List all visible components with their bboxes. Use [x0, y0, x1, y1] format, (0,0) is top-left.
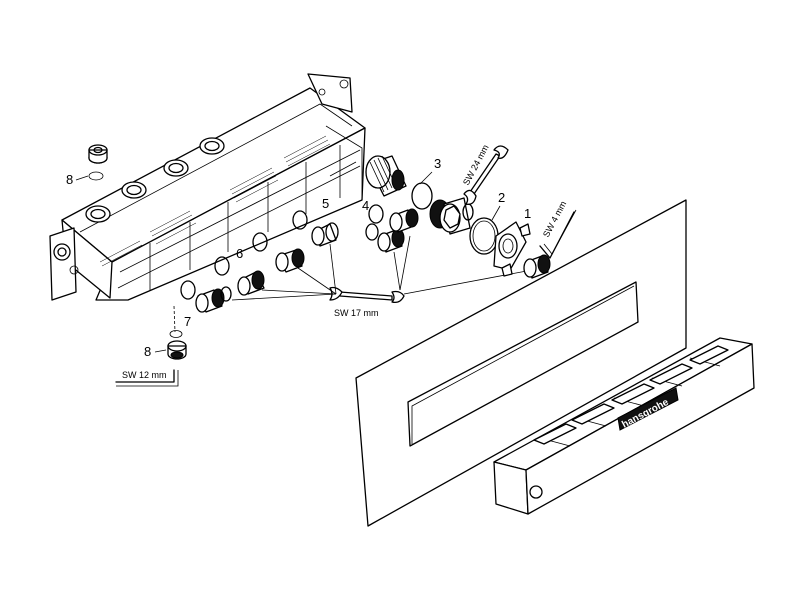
- outlet-port: [85, 205, 111, 223]
- tool-label-sw12: SW 12 mm: [122, 370, 167, 380]
- callout-8-bottom: 8: [144, 344, 151, 359]
- part-5-o-ring-and-fitting: [292, 210, 339, 247]
- tool-label-sw17: SW 17 mm: [334, 308, 379, 318]
- callout-8-top: 8: [66, 172, 73, 187]
- tool-label-sw4: SW 4 mm: [541, 199, 568, 239]
- callout-3: 3: [434, 156, 441, 171]
- basic-box-body: [49, 73, 366, 301]
- tool-label-sw24: SW 24 mm: [461, 143, 491, 187]
- callout-5: 5: [322, 196, 329, 211]
- part-1-flange-and-screws: [493, 221, 551, 279]
- part-4-o-rings-and-fittings: [365, 204, 419, 253]
- part-2-o-ring: [469, 217, 499, 255]
- wrench-sw17: [329, 286, 405, 304]
- part-3-valve-cartridge: [365, 155, 433, 210]
- cartridge-nut: [429, 197, 474, 235]
- outlet-port: [163, 159, 189, 177]
- part-6-o-rings-and-fitting: [214, 232, 305, 296]
- callout-6: 6: [236, 246, 243, 261]
- callout-7: 7: [184, 314, 191, 329]
- plug-8-bottom: [167, 330, 187, 360]
- callout-2: 2: [498, 190, 505, 205]
- outlet-port: [199, 137, 225, 155]
- wall-plate: [355, 199, 687, 527]
- callout-1: 1: [524, 206, 531, 221]
- wrench-sw24: [463, 145, 509, 205]
- part-7-o-ring-fitting: [180, 280, 232, 313]
- callout-4: 4: [362, 198, 369, 213]
- plug-8-top: [88, 144, 108, 181]
- allen-key-sw4: [539, 209, 577, 259]
- allen-key-sw12: [115, 369, 179, 387]
- control-bar: [493, 337, 755, 515]
- outlet-port: [121, 181, 147, 199]
